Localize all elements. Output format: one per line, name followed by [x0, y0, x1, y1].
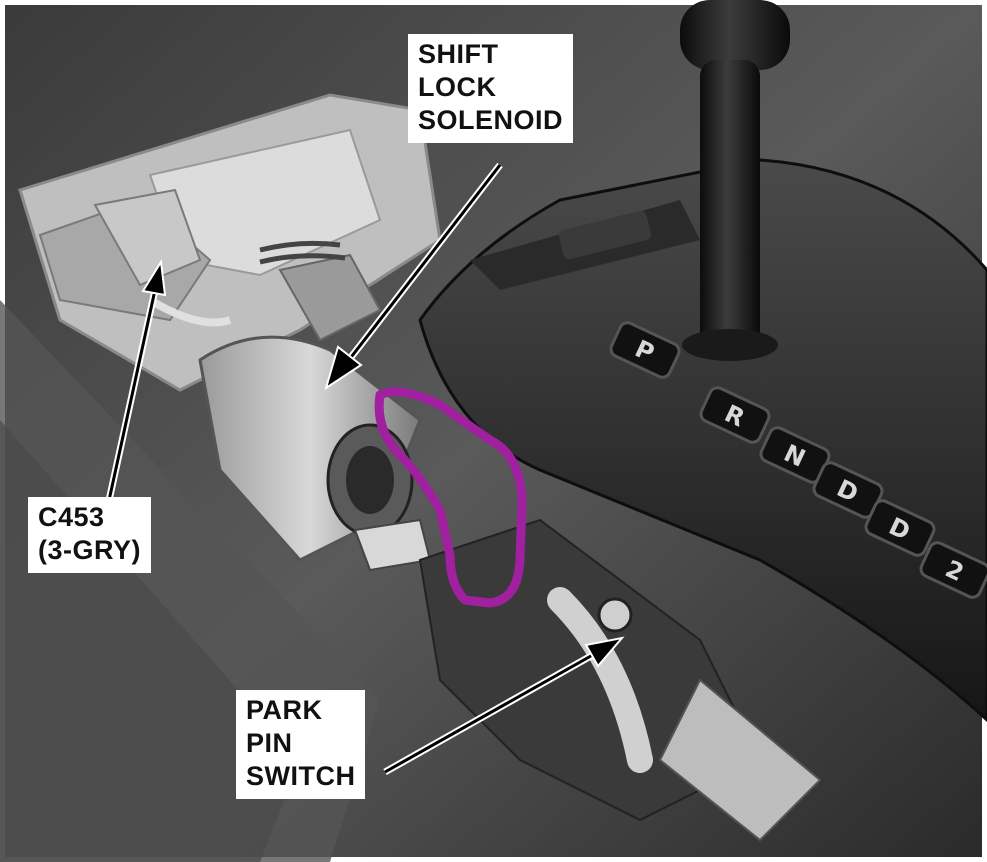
- highlight-outline: [374, 387, 527, 608]
- shift-lock-solenoid-label: SHIFT LOCK SOLENOID: [408, 34, 574, 143]
- park-pin-switch-label: PARK PIN SWITCH: [236, 690, 366, 799]
- shift-lever: [680, 0, 790, 361]
- arrow-shift-lock: [324, 162, 503, 391]
- c453-connector-label: C453 (3-GRY): [28, 497, 151, 573]
- gear-indicator: P R N D D 2: [609, 321, 987, 599]
- arrow-c453: [104, 259, 167, 506]
- arrow-park-pin: [383, 636, 625, 776]
